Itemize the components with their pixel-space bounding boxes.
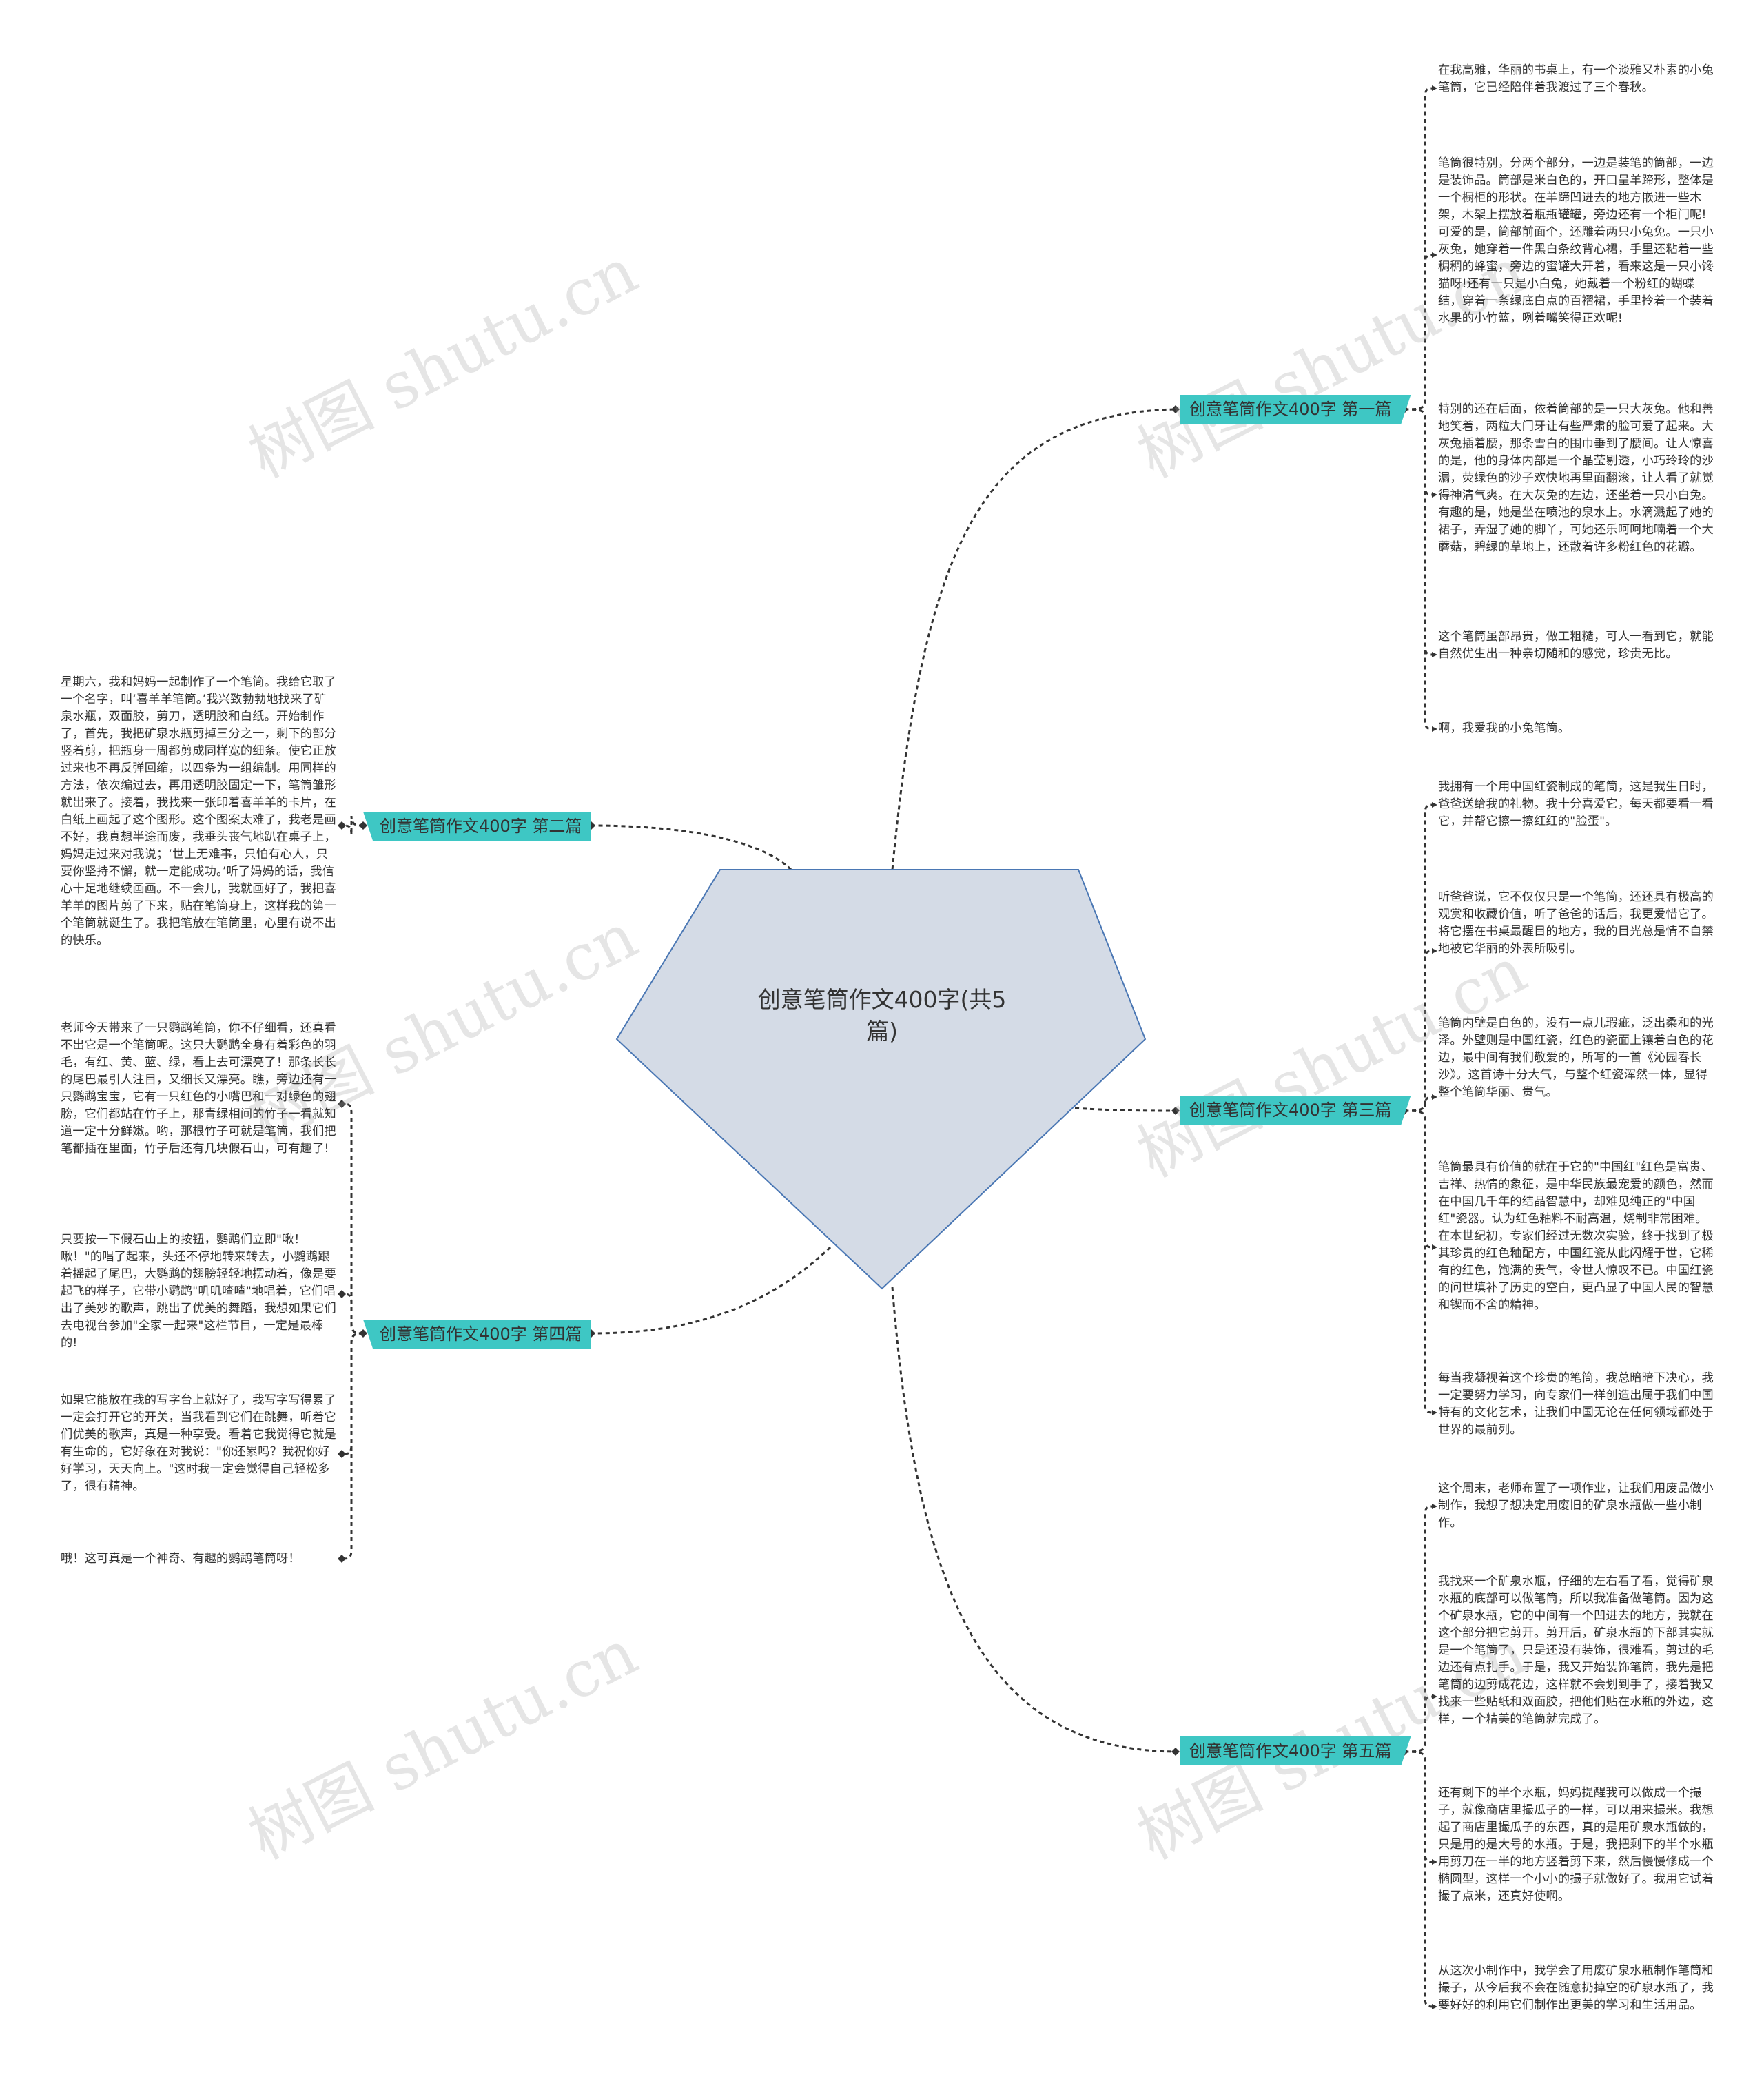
branch-4-leaf-1-connector: [341, 1103, 364, 1335]
branch-3-leaf-3-arrow: [1432, 1094, 1437, 1100]
branch-1[interactable]: 创意笔筒作文400字 第一篇: [1180, 395, 1411, 424]
branch-5-leaf-2-arrow: [1432, 1694, 1437, 1699]
branch-3-leaf-4-connector: [1404, 1109, 1435, 1249]
branch-1-leaf-5: 啊，我爱我的小兔笔筒。: [1438, 721, 1570, 735]
branch-2-end-dot: [359, 821, 367, 830]
branch-3-leaf-2: 听爸爸说，它不仅仅只是一个笔筒，还还具有极高的观赏和收藏价值，听了爸爸的话后，我…: [1438, 890, 1714, 956]
branch-1-leaf-3-connector: [1404, 408, 1435, 496]
branch-1-leaf-3: 特别的还在后面，依着筒部的是一只大灰兔。他和善地笑着，两粒大门牙让有些严肃的脸可…: [1438, 402, 1714, 554]
branch-4-leaf-2: 只要按一下假石山上的按钮，鹦鹉们立即"啾！啾！"的唱了起来，头还不停地转来转去，…: [61, 1233, 336, 1350]
connector-branch-5: [891, 1287, 1176, 1753]
branch-3-leaf-2-connector: [1404, 950, 1435, 1112]
branch-3-leaf-4: 笔筒最具有价值的就在于它的"中国红"红色是富贵、吉祥、热情的象征，是中华民族最宠…: [1438, 1160, 1714, 1312]
branch-4[interactable]: 创意笔筒作文400字 第四篇: [363, 1320, 592, 1349]
branch-3-leaf-5-connector: [1404, 1109, 1435, 1414]
branch-5-leaf-4-arrow: [1432, 2004, 1437, 2009]
branch-4-leaf-1-dot: [338, 1100, 346, 1108]
branch-3-leaf-5: 每当我凝视着这个珍贵的笔筒，我总暗暗下决心，我一定要努力学习，向专家们一样创造出…: [1438, 1371, 1714, 1437]
branch-1-leaf-2: 笔筒很特别，分两个部分，一边是装笔的筒部，一边是装饰品。筒部是米白色的，开口呈羊…: [1438, 156, 1714, 325]
branch-3-leaf-5-arrow: [1432, 1410, 1437, 1415]
branch-1-leaf-1: 在我高雅，华丽的书桌上，有一个淡雅又朴素的小兔笔筒，它已经陪伴着我渡过了三个春秋…: [1438, 63, 1714, 94]
branch-3-leaf-4-arrow: [1432, 1244, 1437, 1250]
branch-5-anchor: [1171, 1748, 1180, 1756]
branch-5-leaf-2: 我找来一个矿泉水瓶，仔细的左右看了看，觉得矿泉水瓶的底部可以做笔筒，所以我准备做…: [1438, 1575, 1714, 1726]
branch-2-leaf-1: 星期六，我和妈妈一起制作了一个笔筒。我给它取了一个名字，叫‘喜羊羊笔筒。’我兴致…: [61, 675, 336, 947]
branch-2[interactable]: 创意笔筒作文400字 第二篇: [363, 812, 592, 841]
branch-4-leaf-4-dot: [338, 1555, 346, 1563]
branch-4-leaf-2-dot: [338, 1290, 346, 1298]
branch-1-leaf-4-arrow: [1432, 652, 1437, 657]
branch-5-leaf-1-connector: [1404, 1505, 1435, 1753]
center-title: 创意笔筒作文400字(共5篇): [757, 986, 1007, 1045]
branch-3-leaf-2-arrow: [1432, 948, 1437, 954]
branch-5-leaf-3-arrow: [1432, 1859, 1437, 1865]
branch-1-leaf-5-arrow: [1432, 726, 1437, 732]
branch-5-leaf-1-arrow: [1432, 1504, 1437, 1509]
branch-3-leaf-1-arrow: [1432, 802, 1437, 808]
branch-4-leaf-3-dot: [338, 1450, 346, 1458]
branch-2-leaf-1-connector: [341, 815, 364, 836]
branch-5-leaf-1: 这个周末，老师布置了一项作业，让我们用废品做小制作，我想了想决定用废旧的矿泉水瓶…: [1438, 1482, 1714, 1530]
branch-1-anchor: [1171, 405, 1180, 413]
branch-4-leaf-2-connector: [341, 1293, 364, 1335]
connector-branch-1: [891, 408, 1176, 870]
branch-1-leaf-2-arrow: [1432, 252, 1437, 258]
branch-1-leaf-3-arrow: [1432, 492, 1437, 498]
branch-3-leaf-1: 我拥有一个用中国红瓷制成的笔筒，这是我生日时，爸爸送给我的礼物。我十分喜爱它，每…: [1438, 780, 1714, 828]
branch-4-end-dot: [359, 1329, 367, 1338]
branch-4-leaf-1: 老师今天带来了一只鹦鹉笔筒，你不仔细看，还真看不出它是一个笔筒呢。这只大鹦鹉全身…: [61, 1021, 336, 1156]
branch-5-leaf-2-connector: [1404, 1695, 1435, 1753]
branch-1-leaf-4-connector: [1404, 408, 1435, 656]
branch-1-leaf-5-connector: [1404, 408, 1435, 730]
connector-branch-3: [1074, 1107, 1176, 1112]
branch-4-leaf-4: 哦！这可真是一个神奇、有趣的鹦鹉笔筒呀！: [61, 1552, 300, 1566]
branch-2-leaf-1-dot: [338, 821, 346, 830]
branch-3[interactable]: 创意笔筒作文400字 第三篇: [1180, 1096, 1411, 1125]
branch-3-leaf-3: 笔筒内壁是白色的，没有一点儿瑕疵，泛出柔和的光泽。外壁则是中国红瓷，红色的瓷面上…: [1438, 1016, 1714, 1099]
branch-3-anchor: [1171, 1107, 1180, 1115]
connector-branch-2: [591, 824, 792, 871]
branch-5-leaf-3: 还有剩下的半个水瓶，妈妈提醒我可以做成一个撮子，就像商店里撮瓜子的一样，可以用来…: [1438, 1786, 1714, 1903]
center-pentagon: [615, 869, 1147, 1290]
connector-branch-4: [591, 1246, 832, 1335]
branch-1-leaf-4: 这个笔筒虽部昂贵，做工粗糙，可人一看到它，就能自然优生出一种亲切随和的感觉，珍贵…: [1438, 630, 1714, 661]
branch-4-leaf-3: 如果它能放在我的写字台上就好了，我写字写得累了一定会打开它的开关，当我看到它们在…: [61, 1393, 336, 1493]
branch-5-leaf-4: 从这次小制作中，我学会了用废矿泉水瓶制作笔筒和撮子，从今后我不会在随意扔掉空的矿…: [1438, 1964, 1714, 2012]
branch-1-leaf-1-connector: [1404, 87, 1435, 411]
branch-5-leaf-4-connector: [1404, 1750, 1435, 2008]
branch-1-leaf-1-arrow: [1432, 85, 1437, 91]
branch-1-leaf-2-connector: [1404, 254, 1435, 411]
branch-5-leaf-3-connector: [1404, 1750, 1435, 1863]
branch-5[interactable]: 创意笔筒作文400字 第五篇: [1180, 1736, 1411, 1765]
branch-3-leaf-1-connector: [1404, 803, 1435, 1112]
branch-4-leaf-4-connector: [341, 1332, 364, 1560]
